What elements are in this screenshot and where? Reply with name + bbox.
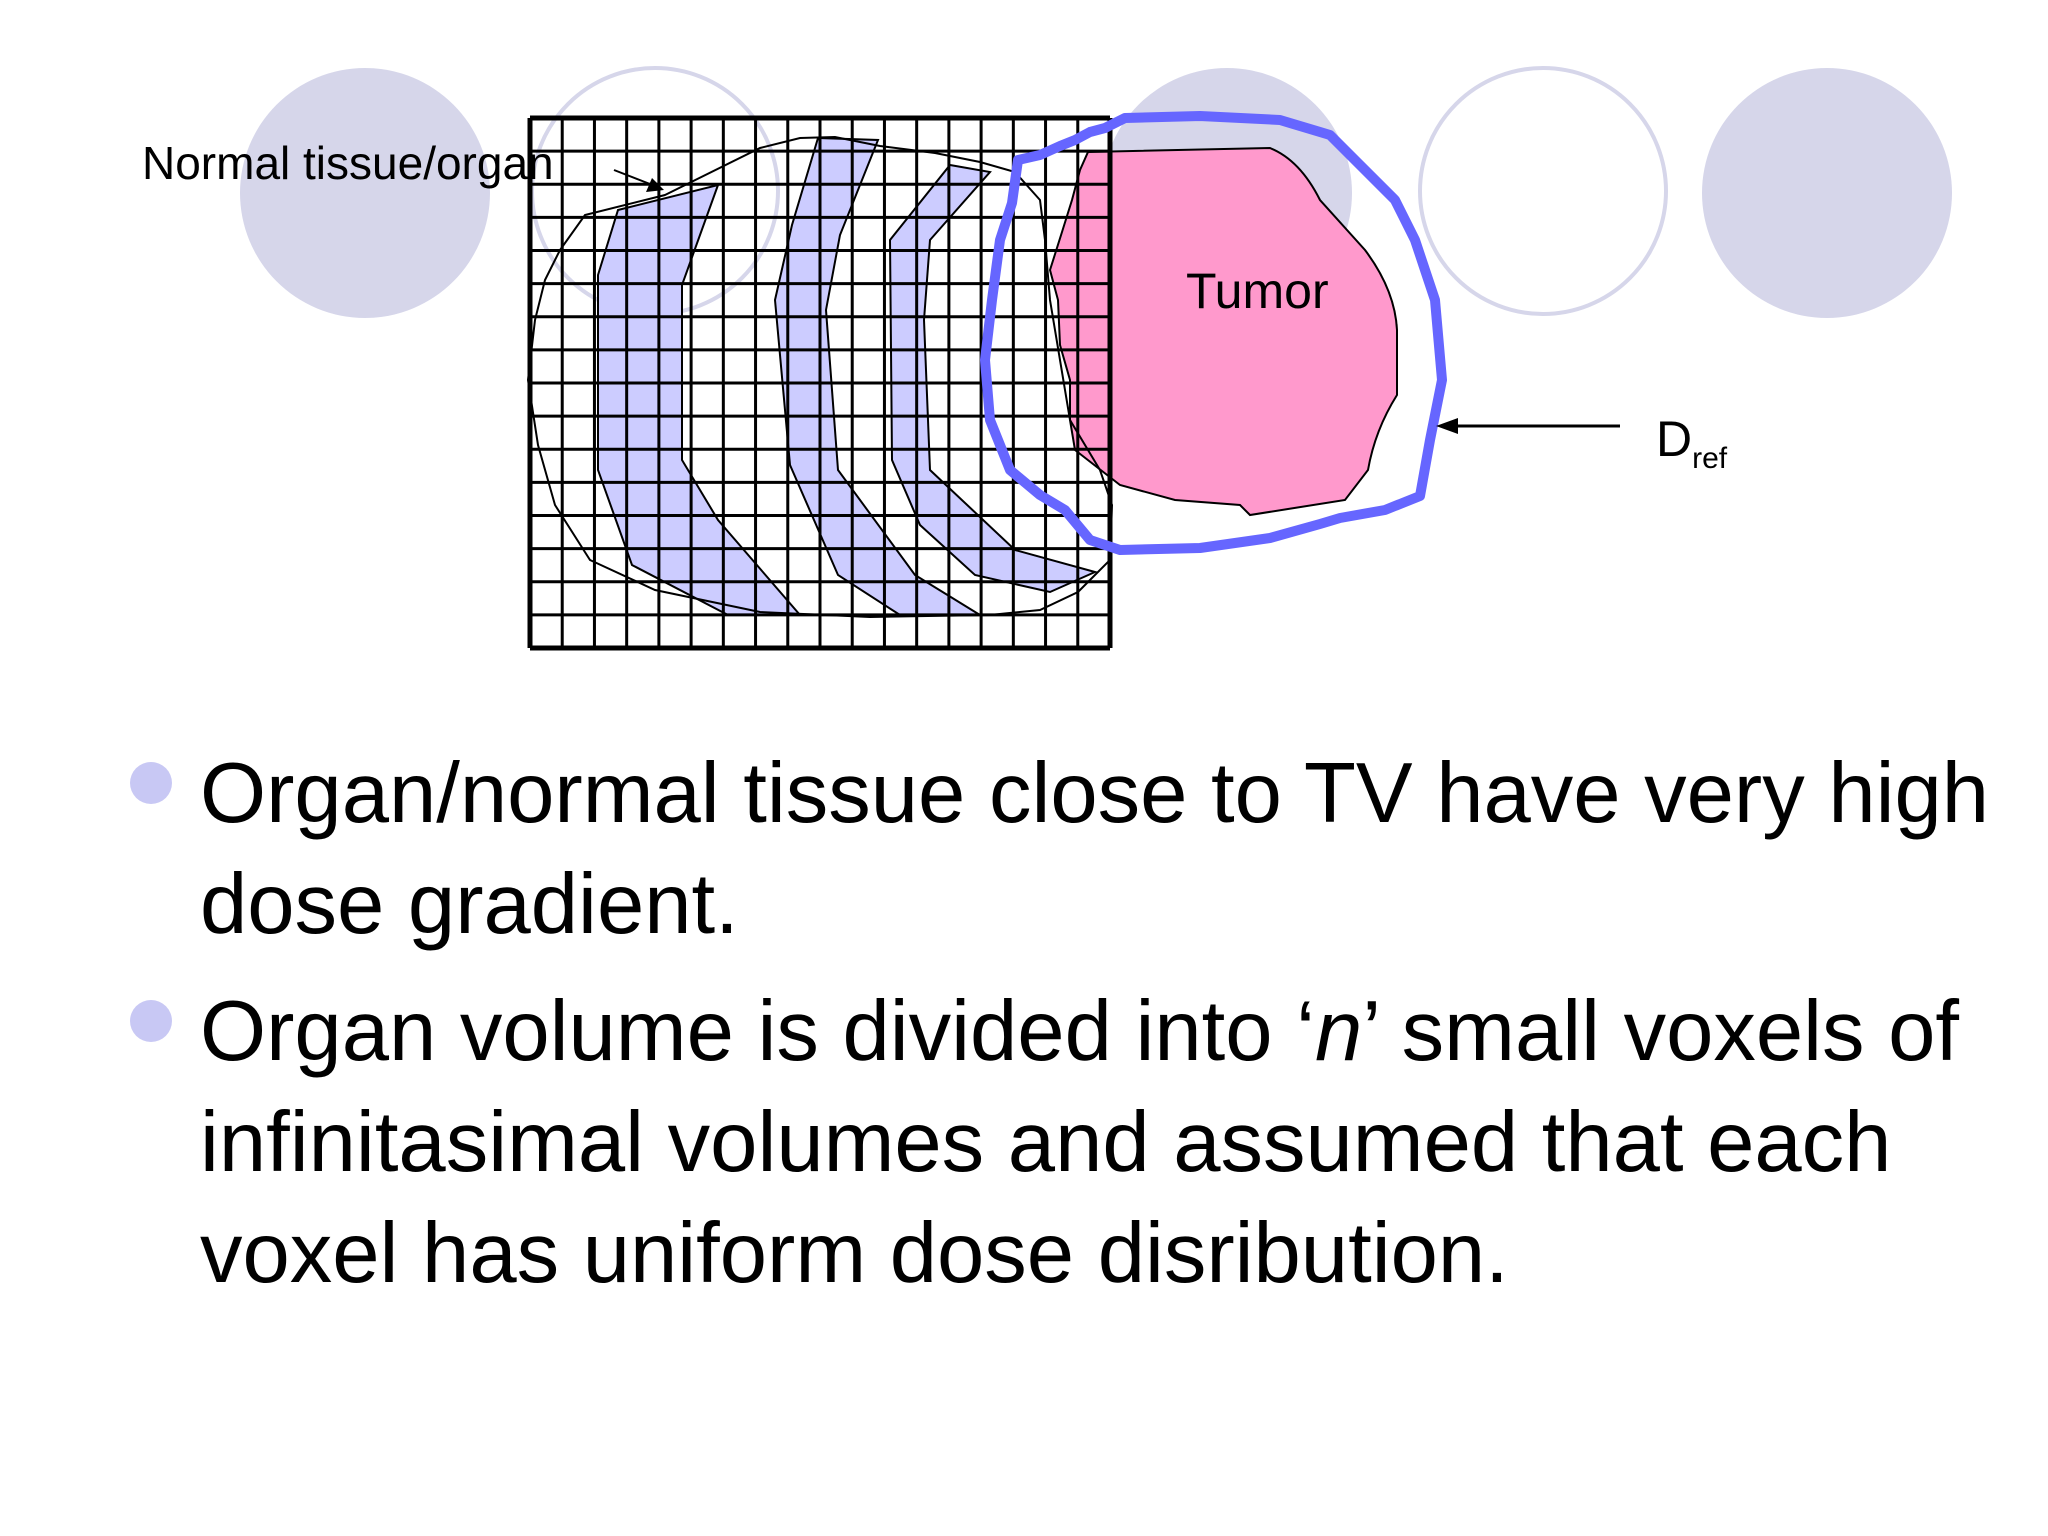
bullet-text-2-before: Organ volume is divided into ‘ (200, 984, 1316, 1079)
bullet-list: Organ/normal tissue close to TV have ver… (130, 738, 2000, 1325)
bullet-text-2-italic: n (1315, 984, 1363, 1079)
bullet-text-1: Organ/normal tissue close to TV have ver… (200, 746, 1990, 952)
bullet-text-2-after: ’ small voxels of infinitasimal volumes … (200, 984, 1960, 1301)
decorative-circle-4 (1418, 66, 1668, 316)
tumor-label: Tumor (1186, 263, 1329, 319)
dref-label: Dref (1656, 410, 1727, 476)
bullet-item-1: Organ/normal tissue close to TV have ver… (130, 738, 2000, 960)
bullet-dot (130, 762, 172, 804)
dose-reference-line (980, 111, 1447, 555)
bullet-dot (130, 1000, 172, 1042)
bullet-text-2: Organ volume is divided into ‘n’ small v… (200, 984, 1959, 1301)
normal-tissue-label: Normal tissue/organ (142, 137, 554, 189)
voxel-grid (527, 115, 1113, 651)
normal-tissue-arrowhead (646, 178, 664, 192)
dose-diagram (526, 111, 1620, 651)
dref-arrowhead (1436, 418, 1458, 434)
normal-tissue-arrow-line (613, 169, 651, 185)
dref-main-text: D (1656, 411, 1693, 467)
tumor-shape (1048, 146, 1398, 517)
decorative-circle-5 (1702, 68, 1952, 318)
decorative-circle-1 (240, 68, 490, 318)
bullet-item-2: Organ volume is divided into ‘n’ small v… (130, 976, 2000, 1309)
organ-stripe-3 (888, 163, 1098, 594)
dref-subscript: ref (1692, 442, 1728, 475)
